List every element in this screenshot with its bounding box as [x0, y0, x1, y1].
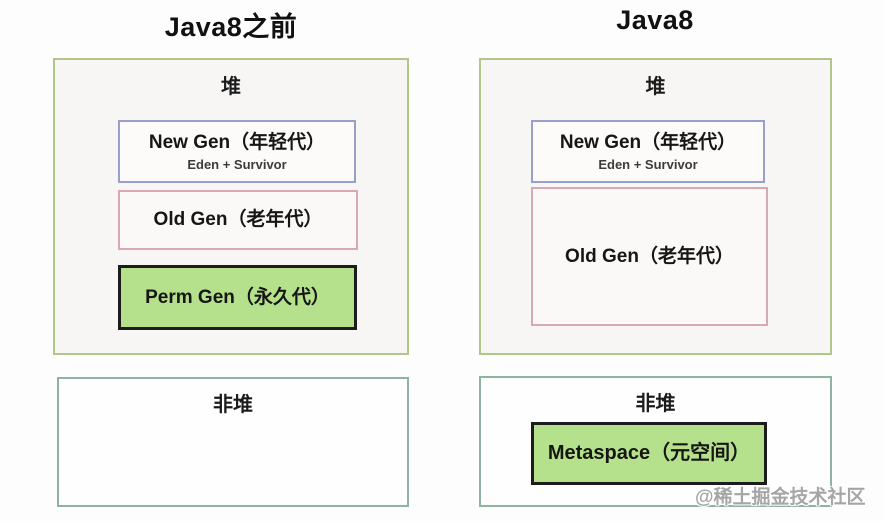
new-gen-subtitle: Eden + Survivor: [187, 156, 287, 172]
heap-label: 堆: [645, 76, 666, 98]
metaspace-box: Metaspace（元空间）: [531, 422, 767, 485]
heap-box-before: 堆 New Gen（年轻代） Eden + Survivor Old Gen（老…: [53, 58, 409, 355]
non-heap-label: 非堆: [635, 393, 676, 415]
old-gen-box: Old Gen（老年代）: [118, 190, 358, 250]
heap-label: 堆: [221, 76, 241, 98]
new-gen-title: New Gen（年轻代）: [559, 132, 737, 154]
heap-box-java8: 堆 New Gen（年轻代） Eden + Survivor Old Gen（老…: [479, 58, 832, 355]
old-gen-title: Old Gen（老年代）: [153, 209, 323, 231]
old-gen-title: Old Gen（老年代）: [565, 245, 734, 267]
new-gen-title: New Gen（年轻代）: [148, 132, 326, 154]
new-gen-subtitle: Eden + Survivor: [598, 156, 698, 172]
new-gen-box: New Gen（年轻代） Eden + Survivor: [118, 120, 356, 183]
non-heap-box-java8: 非堆 Metaspace（元空间）: [479, 376, 832, 507]
perm-gen-title: Perm Gen（永久代）: [145, 286, 330, 308]
perm-gen-box: Perm Gen（永久代）: [118, 265, 357, 330]
panel-title-java8-before: Java8之前: [164, 12, 298, 42]
non-heap-label: 非堆: [213, 394, 253, 416]
panel-title-java8: Java8: [616, 5, 694, 35]
new-gen-box: New Gen（年轻代） Eden + Survivor: [531, 120, 765, 183]
watermark: @稀土掘金技术社区: [695, 487, 866, 508]
old-gen-box: Old Gen（老年代）: [531, 187, 768, 326]
non-heap-box-before: 非堆: [57, 377, 409, 507]
metaspace-title: Metaspace（元空间）: [547, 442, 751, 464]
